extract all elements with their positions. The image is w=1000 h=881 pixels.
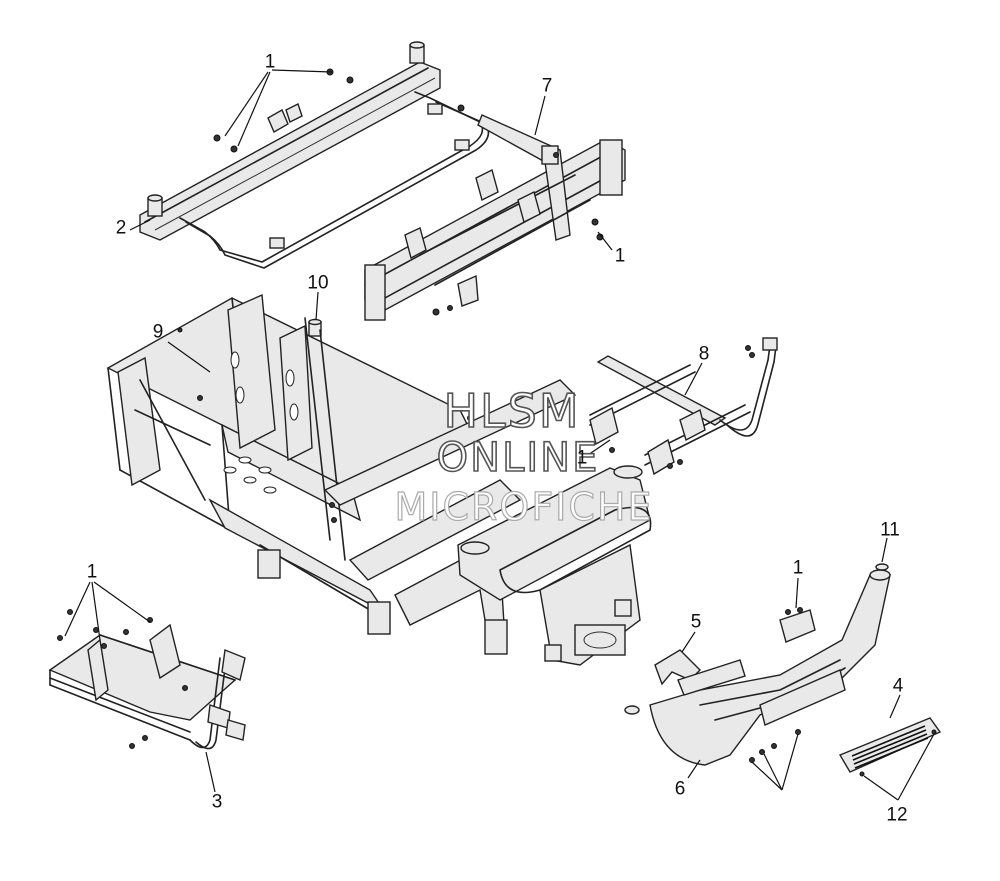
callout-2: 2 [115, 217, 127, 239]
watermark-line-2: ONLINE [436, 435, 600, 481]
part-8-front-extension [589, 337, 778, 476]
callout-1: 1 [614, 245, 626, 267]
callout-1: 1 [576, 447, 588, 469]
callout-7: 7 [541, 75, 553, 97]
callout-11: 11 [880, 519, 900, 541]
callout-5: 5 [690, 611, 702, 633]
part-6-front-bumper [624, 563, 891, 766]
callout-1: 1 [86, 561, 98, 583]
callout-1: 1 [264, 51, 276, 73]
watermark-line-3: MICROFICHE [394, 485, 654, 529]
leader-lines [64, 69, 935, 801]
watermark-line-1: HLSM [443, 384, 581, 438]
part-4-grille [838, 717, 942, 777]
callout-10: 10 [307, 272, 329, 294]
callout-8: 8 [698, 343, 710, 365]
part-9-main-frame [106, 293, 652, 666]
callout-6: 6 [674, 778, 686, 800]
part-10-bushing [308, 318, 322, 337]
callout-12: 12 [886, 804, 908, 826]
part-3-step-frame [48, 609, 246, 750]
callout-3: 3 [211, 791, 223, 813]
part-7-rear-subframe [364, 114, 626, 321]
callout-4: 4 [892, 675, 904, 697]
callout-1: 1 [792, 557, 804, 579]
part-2-rack-frame [139, 41, 490, 269]
callout-9: 9 [152, 321, 164, 343]
